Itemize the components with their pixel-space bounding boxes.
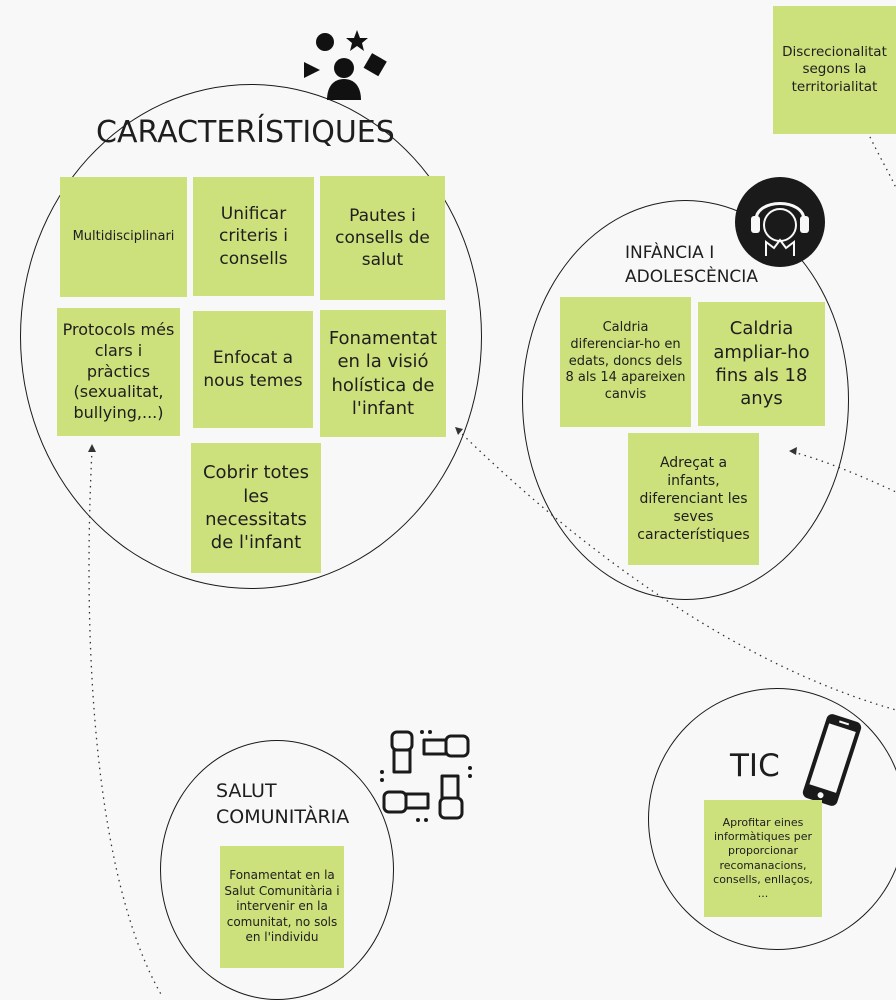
shapes-person-icon [304, 30, 387, 100]
salut-title-line1: SALUT [216, 780, 277, 802]
note-discrecionalitat: Discrecionalitat segons la territorialit… [773, 6, 896, 134]
note-fonamentat-holistica: Fonamentat en la visió holística de l'in… [320, 310, 446, 437]
infancia-title-line2: ADOLESCÈNCIA [625, 267, 758, 287]
note-pautes-consells: Pautes i consells de salut [320, 176, 445, 300]
joined-hands-icon [380, 730, 472, 822]
child-headphones-icon [735, 177, 825, 267]
note-unificar-criteris: Unificar criteris i consells [193, 177, 314, 296]
note-salut-comunitaria: Fonamentat en la Salut Comunitària i int… [220, 846, 344, 968]
infancia-title-line1: INFÀNCIA I [625, 243, 715, 263]
connector-caracteristiques-salut [88, 449, 163, 997]
caracteristiques-title: CARACTERÍSTIQUES [96, 115, 395, 150]
tic-circle [648, 688, 896, 950]
note-caldria-diferenciar: Caldria diferenciar-ho en edats, doncs d… [560, 297, 691, 427]
infancia-circle [522, 200, 849, 600]
note-caldria-ampliar: Caldria ampliar-ho fins als 18 anys [698, 302, 825, 426]
note-enfocat-nous-temes: Enfocat a nous temes [193, 311, 313, 428]
tic-title: TIC [730, 748, 780, 784]
salut-title-line2: COMUNITÀRIA [216, 806, 350, 828]
note-adrecat-infants: Adreçat a infants, diferenciant les seve… [628, 433, 759, 565]
note-cobrir-necessitats: Cobrir totes les necessitats de l'infant [191, 443, 321, 573]
note-aprofitar-eines: Aprofitar eines informàtiques per propor… [704, 800, 822, 917]
caracteristiques-circle [20, 84, 482, 589]
note-protocols: Protocols més clars i pràctics (sexualit… [57, 308, 180, 436]
note-multidisciplinari: Multidisciplinari [60, 177, 187, 297]
smartphone-icon [802, 714, 862, 806]
